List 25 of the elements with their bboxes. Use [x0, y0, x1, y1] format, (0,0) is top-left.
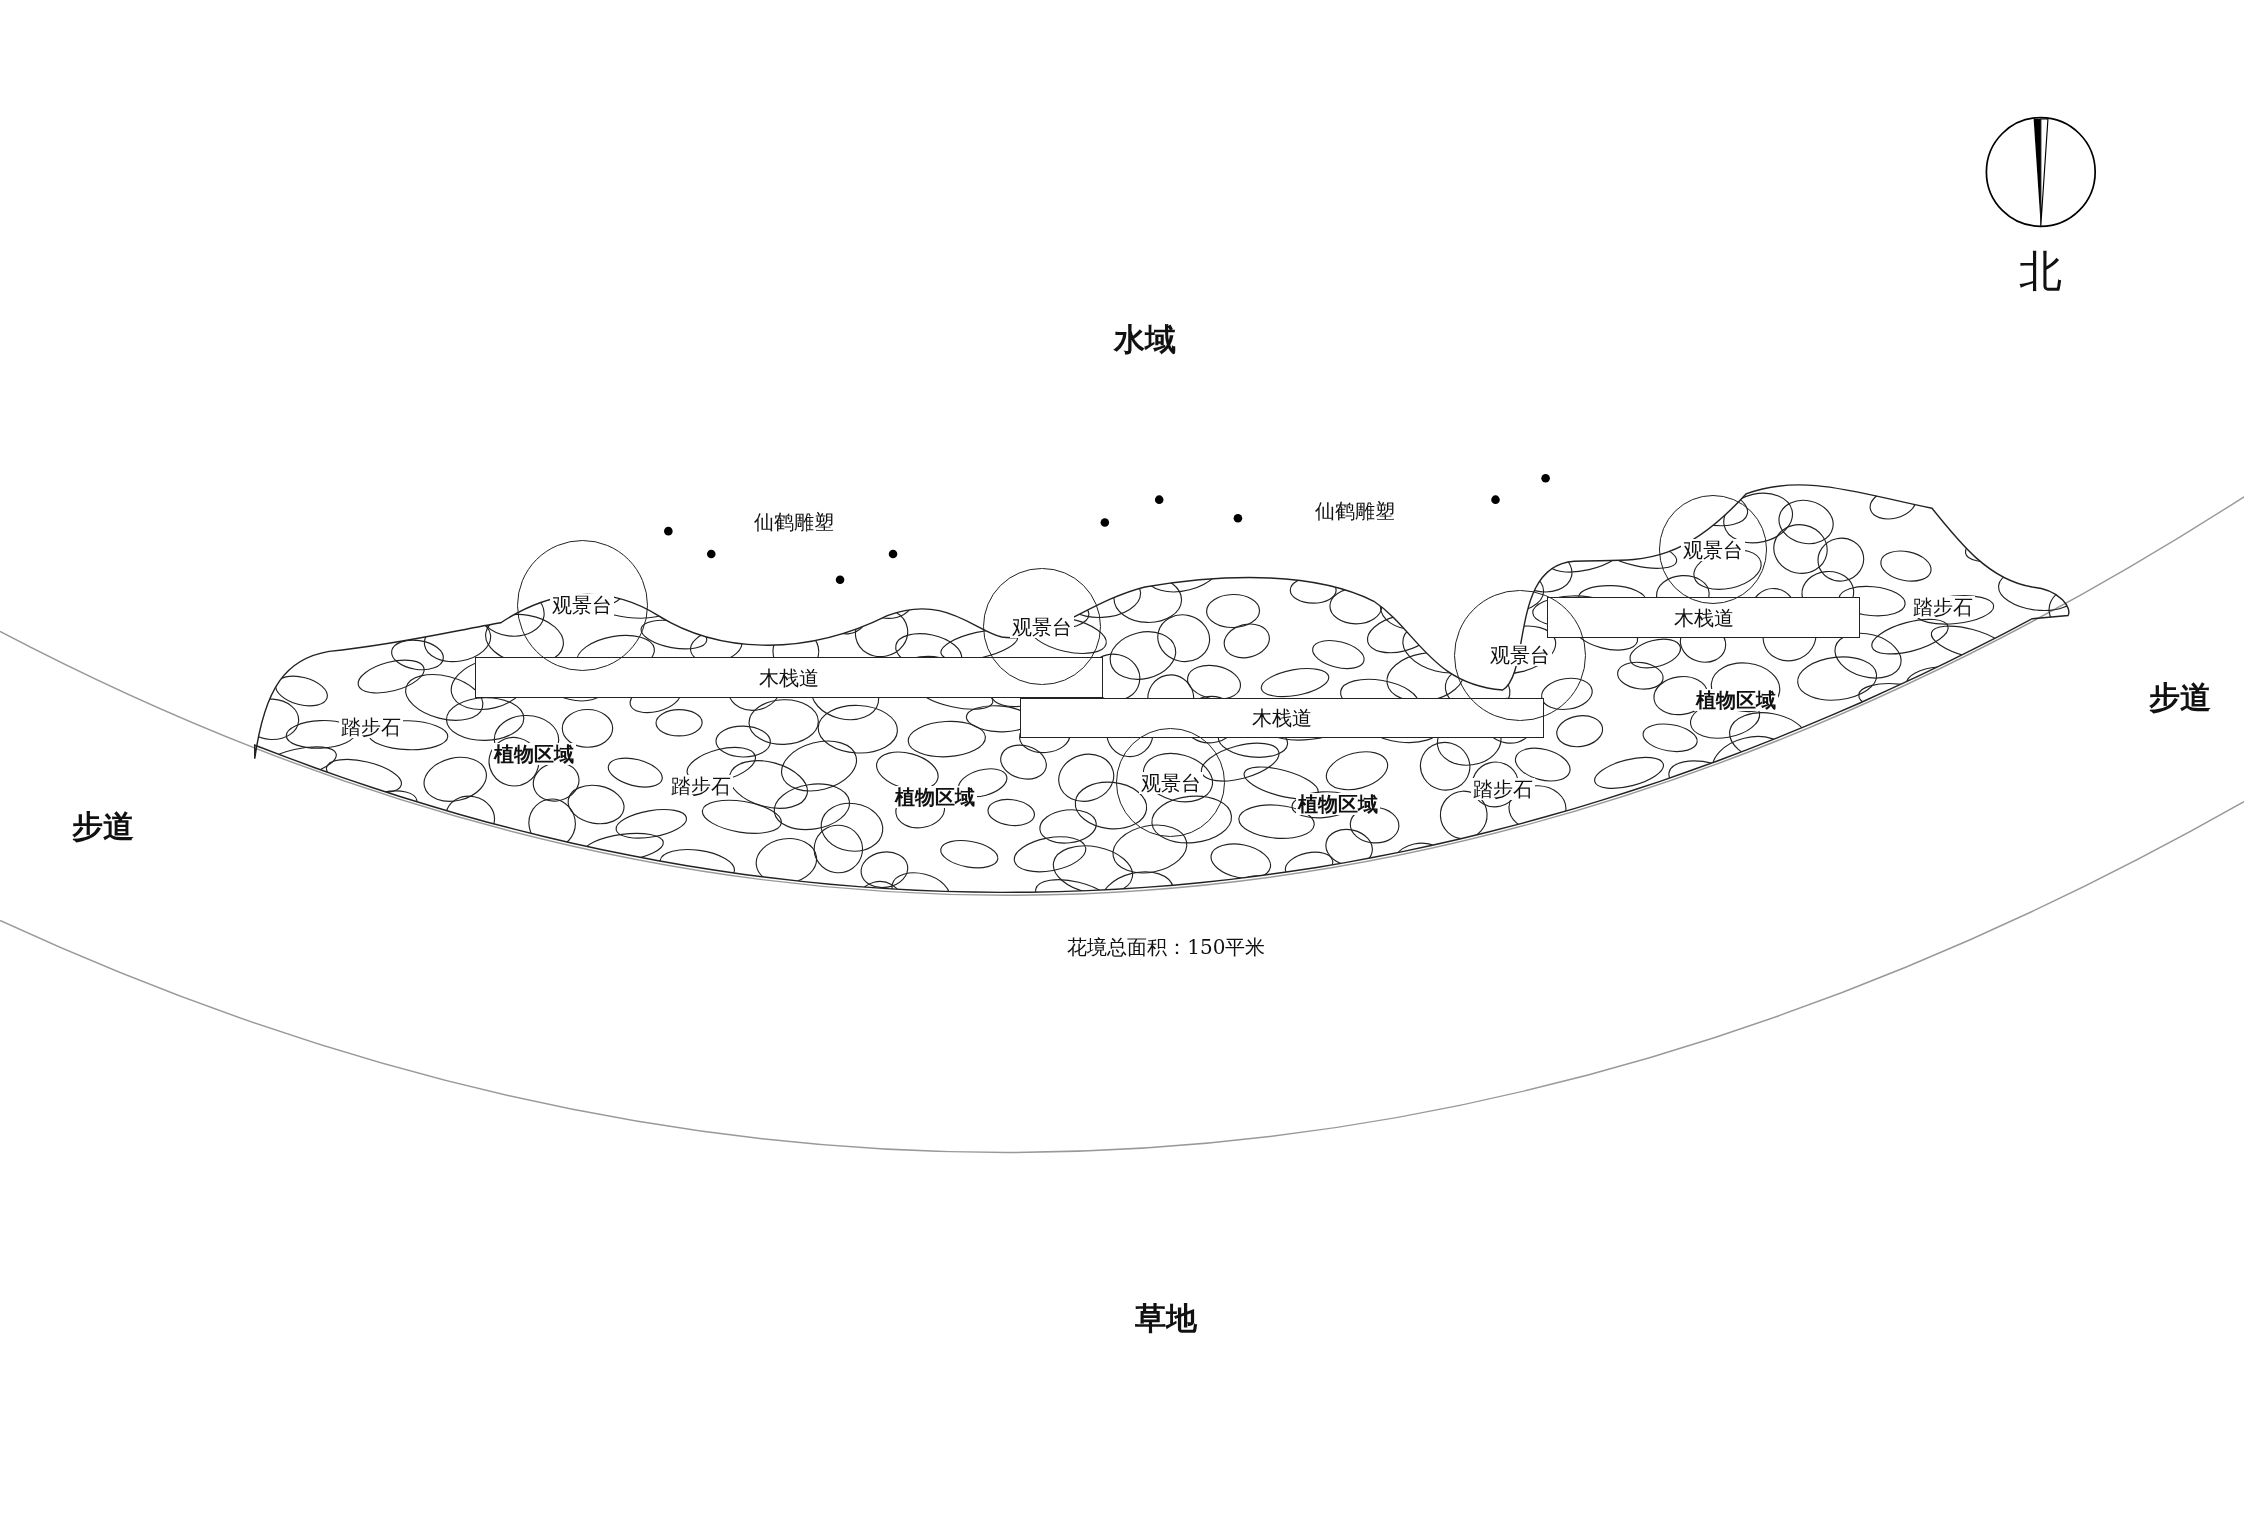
planting-area-label: 植物区域	[1693, 688, 1778, 711]
planting-area-label: 植物区域	[892, 786, 977, 809]
area-note: 花境总面积：150平米	[1067, 936, 1266, 959]
platform-label: 观景台	[1138, 771, 1203, 794]
planting-area-label: 植物区域	[491, 743, 576, 766]
stepping-stone-label: 踏步石	[1911, 595, 1976, 618]
north-label: 北	[2019, 248, 2063, 296]
walkway-label: 步道	[72, 808, 135, 844]
platform-label: 观景台	[1681, 538, 1746, 561]
planting-area-label: 植物区域	[1296, 793, 1381, 816]
area-label: 草地	[1135, 1300, 1198, 1336]
stepping-stone-label: 踏步石	[1470, 777, 1535, 800]
platform-label: 观景台	[550, 594, 615, 617]
boardwalk-label: 木栈道	[1671, 606, 1736, 629]
boardwalk-rect	[1020, 698, 1545, 739]
boardwalk-rect	[475, 656, 1104, 699]
platform-label: 观景台	[1487, 644, 1552, 667]
stepping-stone-label: 踏步石	[669, 774, 734, 797]
stepping-stone-label: 踏步石	[338, 716, 403, 738]
area-label: 水域	[1113, 321, 1176, 357]
sculpture-label: 仙鹤雕塑	[1315, 499, 1396, 522]
boardwalk-rect	[1547, 596, 1861, 639]
platform-label: 观景台	[1009, 615, 1074, 638]
sculpture-label: 仙鹤雕塑	[754, 511, 835, 534]
walkway-label: 步道	[2148, 679, 2211, 715]
